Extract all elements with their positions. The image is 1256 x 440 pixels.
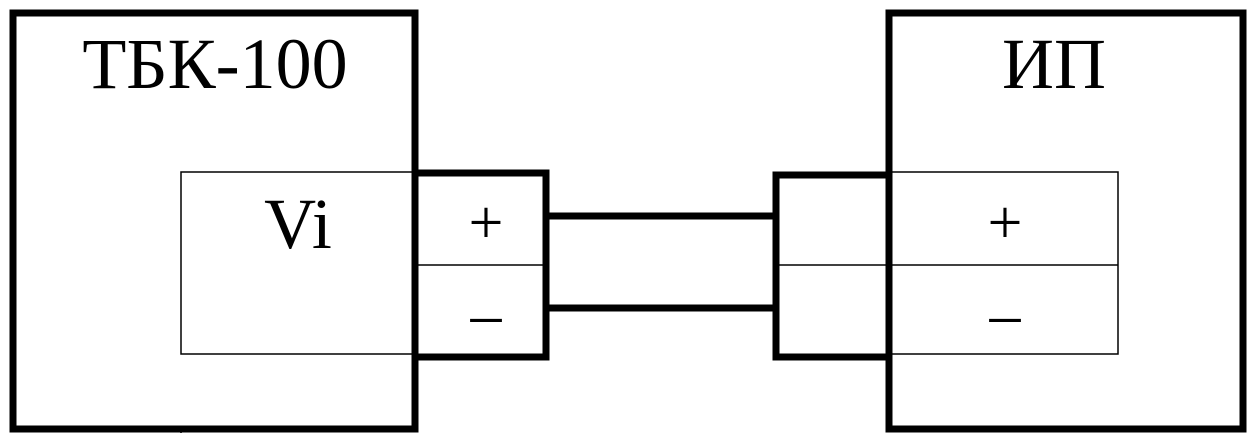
right-input-block (888, 171, 1119, 355)
left-device: ТБК-100 Vi + – (9, 9, 550, 433)
right-minus-label: – (989, 281, 1022, 349)
right-plus-label: + (988, 189, 1023, 257)
left-plus-label: + (469, 189, 504, 257)
right-device-title: ИП (1002, 24, 1106, 104)
left-minus-label: – (470, 281, 503, 349)
left-terminal-block (411, 169, 550, 361)
right-terminal-block (772, 171, 893, 361)
vi-label: Vi (264, 184, 332, 264)
right-device: ИП + – (772, 9, 1247, 433)
left-device-title: ТБК-100 (82, 24, 347, 104)
connection-wires (546, 212, 776, 312)
